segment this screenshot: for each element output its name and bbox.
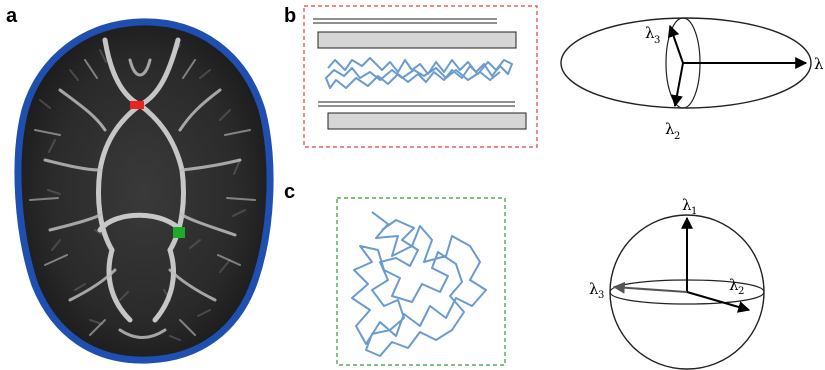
lambda-up-arrow bbox=[670, 26, 683, 63]
lambda-main-label: λ bbox=[814, 55, 824, 73]
lambda-down-subscript: 2 bbox=[674, 131, 680, 142]
diffusion-sphere: λ 1 λ 3 λ 2 bbox=[589, 196, 764, 369]
roi-marker-posterior bbox=[173, 227, 185, 238]
roi-marker-frontal bbox=[130, 101, 144, 109]
diffusion-path-isotropic bbox=[352, 212, 486, 356]
diffusion-path-anisotropic bbox=[326, 58, 512, 88]
diffusion-ellipsoid: λ λ 3 λ 2 bbox=[561, 18, 824, 142]
lambda-down-arrow bbox=[675, 63, 683, 106]
lambda-top-subscript: 1 bbox=[691, 206, 697, 217]
anisotropic-diffusion-box bbox=[304, 6, 537, 147]
fiber-bundle-bottom bbox=[318, 102, 526, 129]
lambda-left-subscript: 3 bbox=[598, 290, 604, 301]
isotropic-diffusion-box bbox=[337, 198, 505, 365]
brain-fa-image bbox=[18, 22, 270, 360]
lambda-right-subscript: 2 bbox=[738, 286, 744, 297]
fiber-bundle-top bbox=[313, 19, 516, 48]
lambda-up-subscript: 3 bbox=[654, 35, 660, 46]
